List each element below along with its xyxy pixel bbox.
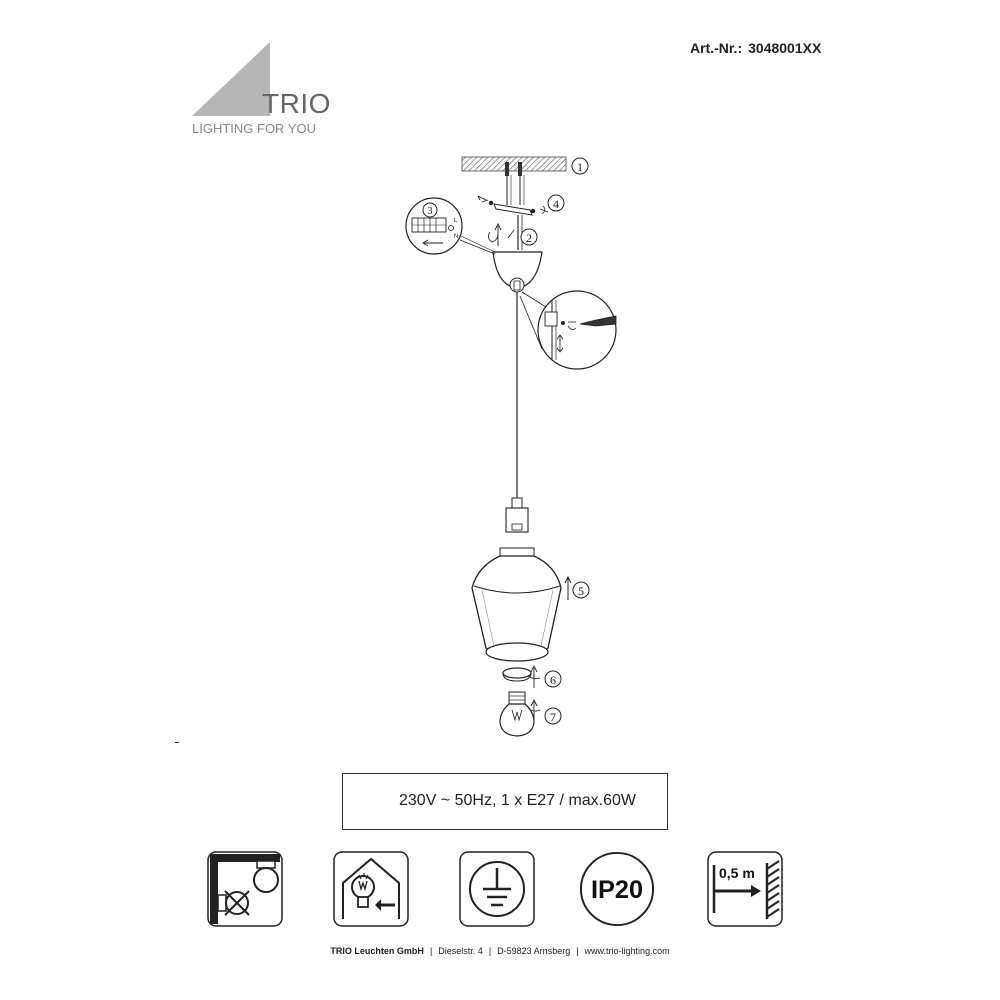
footer-company: TRIO Leuchten GmbH xyxy=(330,946,424,956)
dowel xyxy=(518,162,522,176)
step-marker-4: 4 xyxy=(547,194,565,212)
protective-earth-icon xyxy=(459,851,535,927)
step-marker-6: 6 xyxy=(544,670,562,688)
distance-label: 0,5 m xyxy=(719,865,755,881)
step-marker-7: 7 xyxy=(544,707,562,725)
footer-web[interactable]: www.trio-lighting.com xyxy=(584,946,670,956)
logo-name: TRIO xyxy=(262,88,331,119)
svg-text:5: 5 xyxy=(578,584,584,598)
logo-triangle-icon xyxy=(192,42,270,116)
footer: TRIO Leuchten GmbH|Dieselstr. 4|D-59823 … xyxy=(330,946,670,956)
ceiling-mount-only-icon xyxy=(207,851,283,927)
logo-tagline: LIGHTING FOR YOU xyxy=(192,121,316,136)
svg-text:1: 1 xyxy=(577,160,583,174)
spec-box: 230V ~ 50Hz, 1 x E27 / max.60W xyxy=(342,773,668,830)
ip-rating-icon: IP20 xyxy=(579,851,655,927)
shade-collar xyxy=(499,547,535,557)
step-marker-1: 1 xyxy=(571,157,589,175)
svg-text:7: 7 xyxy=(550,710,556,724)
ceiling xyxy=(461,156,567,172)
indoor-use-icon xyxy=(333,851,409,927)
step-marker-5: 5 xyxy=(572,581,590,599)
svg-text:4: 4 xyxy=(553,197,559,211)
article-number: Art.-Nr.: 3048001XX xyxy=(690,40,821,56)
terminal-label-l: L xyxy=(454,218,458,224)
ip-rating-label: IP20 xyxy=(591,876,643,904)
article-label: Art.-Nr.: xyxy=(690,40,743,56)
shade-ring xyxy=(502,667,532,679)
article-value: 3048001XX xyxy=(748,40,822,56)
footer-city: D-59823 Arnsberg xyxy=(497,946,571,956)
trio-logo: TRIO LIGHTING FOR YOU xyxy=(190,40,340,140)
lamp-holder-top xyxy=(511,497,523,509)
svg-text:2: 2 xyxy=(526,231,532,245)
footer-street: Dieselstr. 4 xyxy=(438,946,483,956)
strain-relief-detail xyxy=(537,290,617,370)
margin-mark xyxy=(175,742,179,743)
step-marker-3: 3 xyxy=(422,202,438,218)
terminal-label-n: N xyxy=(454,234,458,240)
mounting-bracket xyxy=(493,203,533,216)
symbol-row: IP20 0,5 m xyxy=(207,851,787,931)
bulb-base xyxy=(508,691,526,705)
spec-text: 230V ~ 50Hz, 1 x E27 / max.60W xyxy=(399,792,637,809)
svg-text:3: 3 xyxy=(428,206,433,217)
min-distance-icon: 0,5 m xyxy=(707,851,783,927)
dowel xyxy=(505,162,509,176)
svg-text:6: 6 xyxy=(550,673,556,687)
step-marker-2: 2 xyxy=(520,228,538,246)
bulb xyxy=(499,703,535,737)
